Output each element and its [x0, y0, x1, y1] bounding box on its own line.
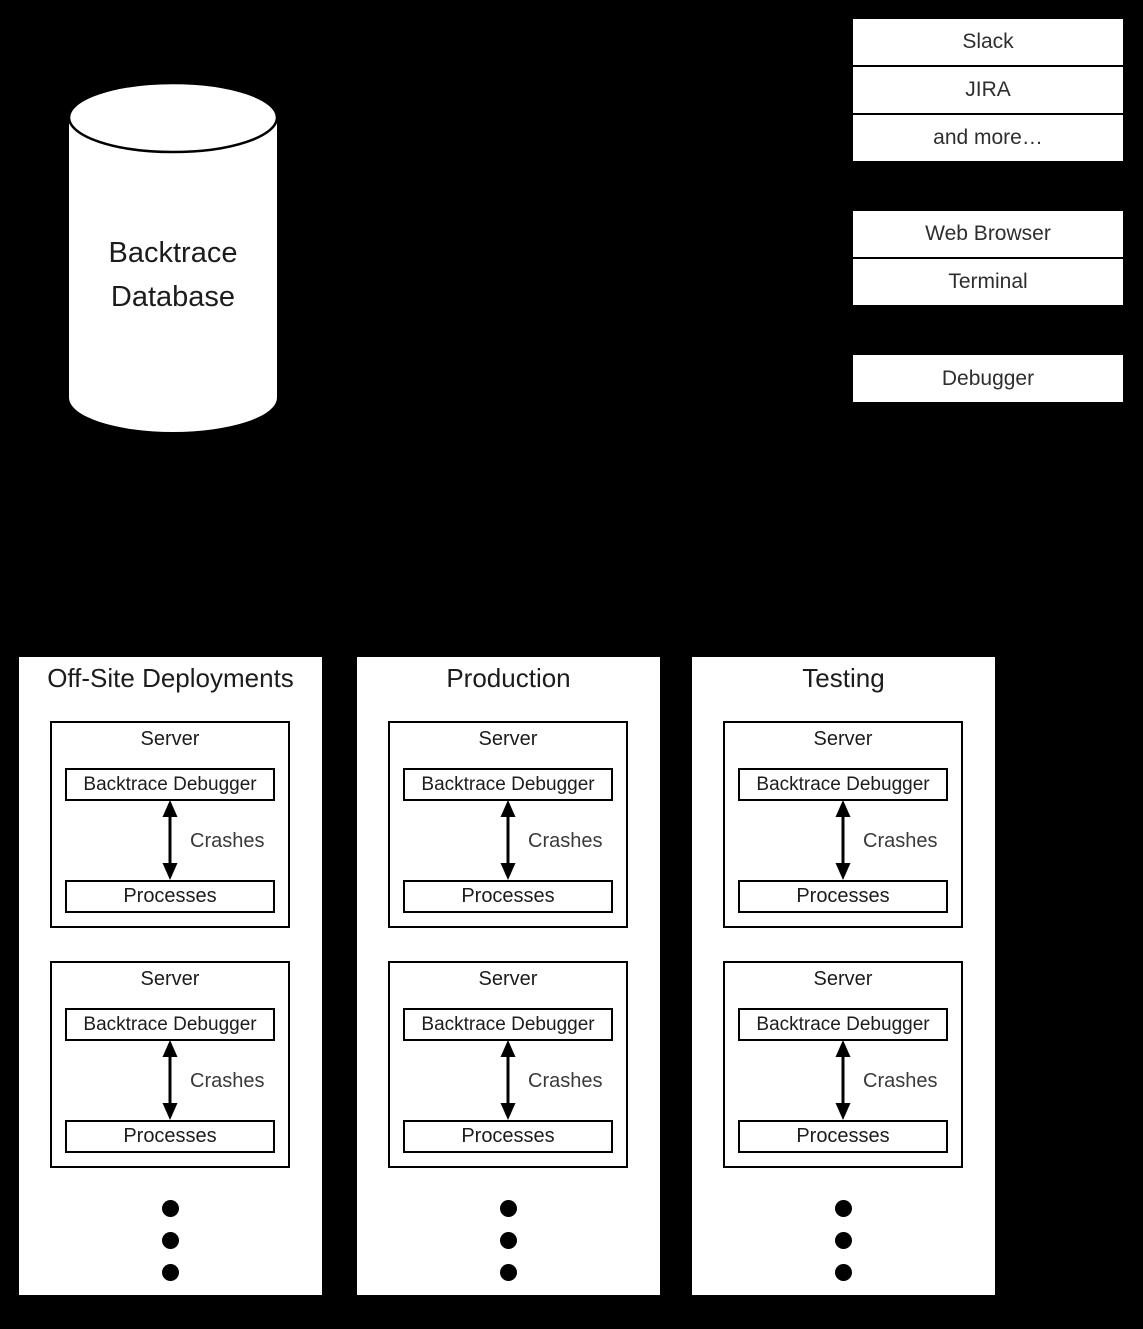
backtrace-debugger-box: Backtrace Debugger [65, 768, 275, 801]
integration-slack: Slack [853, 19, 1123, 65]
more-servers-ellipsis-icon [357, 1200, 660, 1281]
crashes-label: Crashes [190, 1070, 265, 1092]
ellipsis-dot [835, 1264, 852, 1281]
more-servers-ellipsis-icon [692, 1200, 995, 1281]
database-label: Backtrace Database [64, 231, 282, 319]
ellipsis-dot [162, 1232, 179, 1249]
processes-box: Processes [65, 1120, 275, 1153]
database-label-line1: Backtrace [108, 237, 238, 269]
processes-box: Processes [65, 880, 275, 913]
crashes-label: Crashes [528, 830, 603, 852]
server-title: Server [478, 728, 538, 750]
server-box: Server Backtrace Debugger Crashes Proces… [388, 961, 628, 1168]
crashes-arrow-icon [162, 1040, 178, 1120]
crashes-arrow-icon [500, 1040, 516, 1120]
crashes-label: Crashes [863, 830, 938, 852]
crashes-label: Crashes [190, 830, 265, 852]
ellipsis-dot [162, 1264, 179, 1281]
panel-title: Off-Site Deployments [47, 663, 294, 693]
panel-title: Production [446, 663, 571, 693]
database-label-line2: Database [110, 281, 236, 313]
processes-box: Processes [738, 880, 948, 913]
server-title: Server [813, 968, 873, 990]
integration-more: and more… [853, 115, 1123, 161]
ellipsis-dot [500, 1200, 517, 1217]
server-title: Server [140, 968, 200, 990]
backtrace-debugger-box: Backtrace Debugger [65, 1008, 275, 1041]
panel-title: Testing [802, 663, 885, 693]
server-box: Server Backtrace Debugger Crashes Proces… [50, 961, 290, 1168]
crashes-label: Crashes [528, 1070, 603, 1092]
server-title: Server [478, 968, 538, 990]
ellipsis-dot [500, 1264, 517, 1281]
client-terminal: Terminal [853, 259, 1123, 305]
server-box: Server Backtrace Debugger Crashes Proces… [723, 721, 963, 928]
panel-production: Production Server Backtrace Debugger Cra… [357, 657, 660, 1295]
crashes-arrow-icon [835, 1040, 851, 1120]
more-servers-ellipsis-icon [19, 1200, 322, 1281]
server-title: Server [140, 728, 200, 750]
clients-stack: Web Browser Terminal [853, 211, 1123, 305]
backtrace-debugger-box: Backtrace Debugger [738, 1008, 948, 1041]
integration-jira: JIRA [853, 67, 1123, 113]
crashes-arrow-icon [162, 800, 178, 880]
processes-box: Processes [403, 1120, 613, 1153]
processes-box: Processes [403, 880, 613, 913]
server-box: Server Backtrace Debugger Crashes Proces… [388, 721, 628, 928]
panel-testing: Testing Server Backtrace Debugger Crashe… [692, 657, 995, 1295]
crashes-label: Crashes [863, 1070, 938, 1092]
database-cylinder-icon [67, 81, 279, 432]
crashes-arrow-icon [500, 800, 516, 880]
ellipsis-dot [835, 1200, 852, 1217]
integrations-stack: Slack JIRA and more… [853, 19, 1123, 161]
crashes-arrow-icon [835, 800, 851, 880]
tools-stack: Debugger [853, 355, 1123, 402]
ellipsis-dot [500, 1232, 517, 1249]
backtrace-debugger-box: Backtrace Debugger [403, 1008, 613, 1041]
server-box: Server Backtrace Debugger Crashes Proces… [723, 961, 963, 1168]
server-title: Server [813, 728, 873, 750]
tool-debugger: Debugger [853, 355, 1123, 402]
backtrace-debugger-box: Backtrace Debugger [403, 768, 613, 801]
ellipsis-dot [835, 1232, 852, 1249]
client-web-browser: Web Browser [853, 211, 1123, 257]
processes-box: Processes [738, 1120, 948, 1153]
panel-off-site-deployments: Off-Site Deployments Server Backtrace De… [19, 657, 322, 1295]
backtrace-debugger-box: Backtrace Debugger [738, 768, 948, 801]
ellipsis-dot [162, 1200, 179, 1217]
server-box: Server Backtrace Debugger Crashes Proces… [50, 721, 290, 928]
